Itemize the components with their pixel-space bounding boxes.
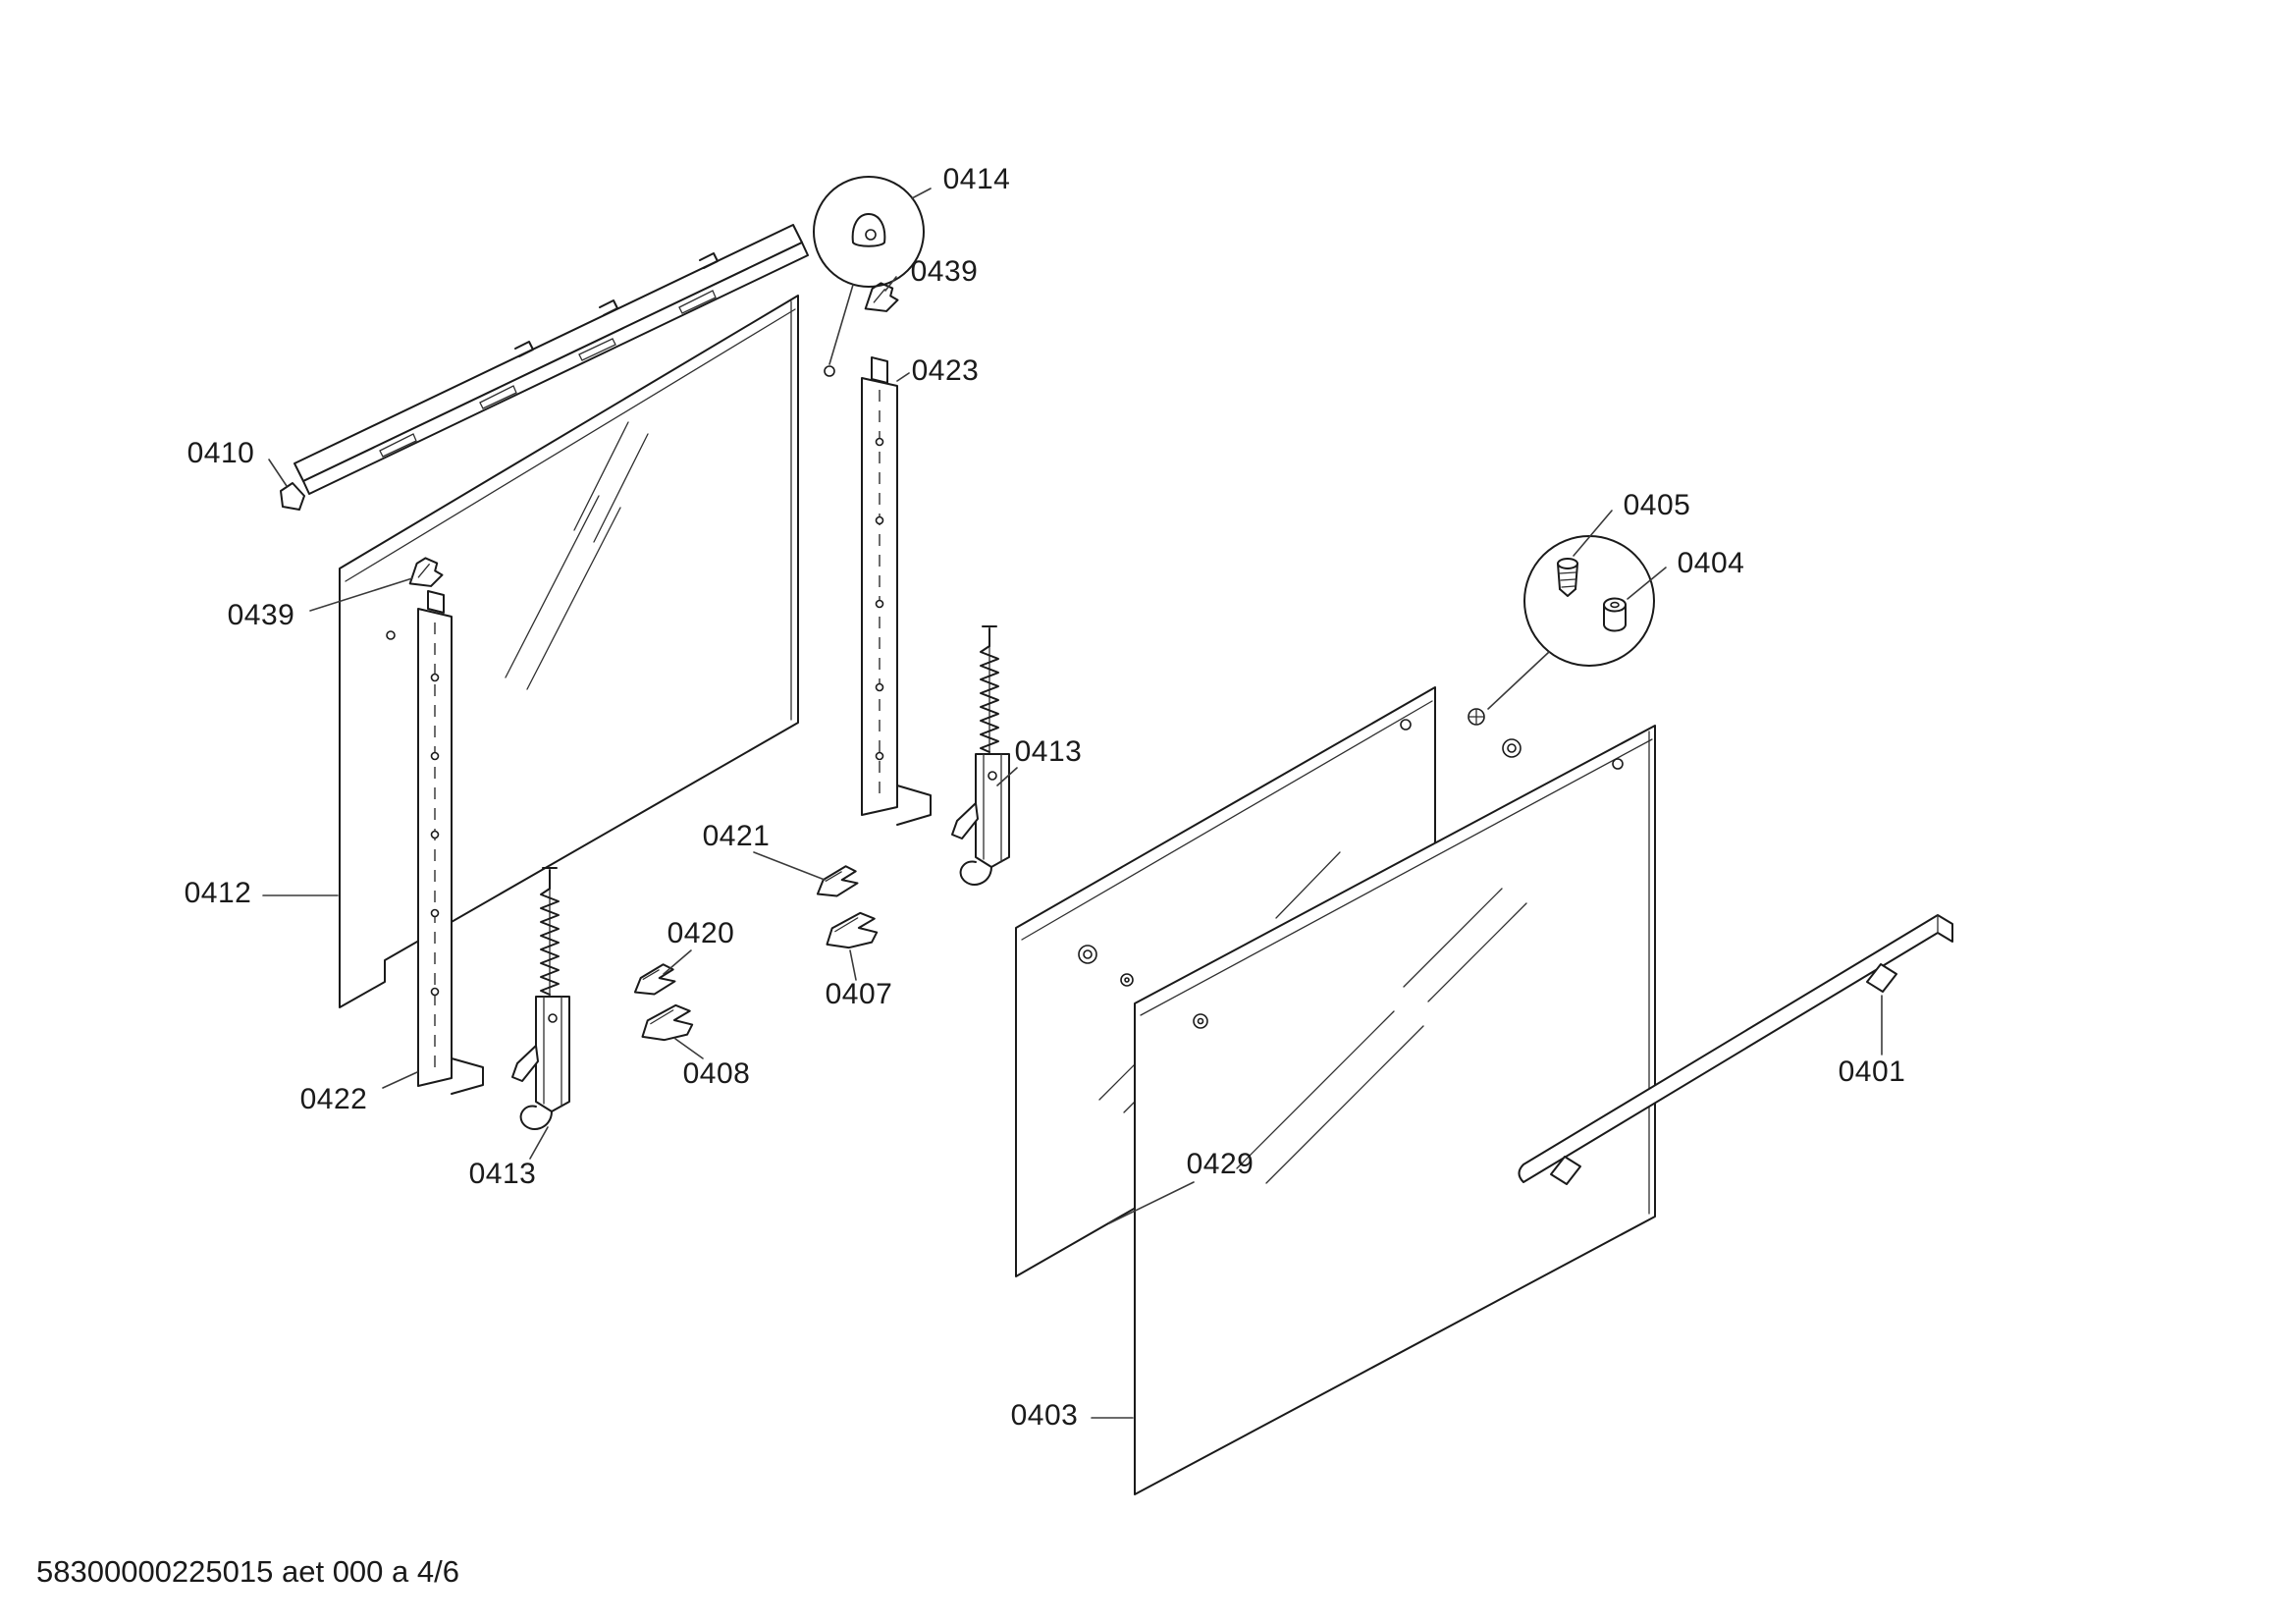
part-label-0410: 0410 <box>187 437 255 469</box>
part-label-0414: 0414 <box>942 163 1011 195</box>
detail-circle-0414 <box>813 176 925 377</box>
part-label-0404: 0404 <box>1677 547 1745 579</box>
trim-strip-0410 <box>280 224 809 511</box>
part-label-0420: 0420 <box>667 917 735 949</box>
detail-circle-0405-0404 <box>1487 535 1655 710</box>
clip-0421 <box>811 862 863 903</box>
part-label-0405: 0405 <box>1623 489 1691 521</box>
rail-0423 <box>861 356 932 826</box>
part-label-0429: 0429 <box>1186 1148 1255 1180</box>
clip-0408 <box>635 1001 698 1050</box>
screw-0405-in-situ <box>1468 708 1485 726</box>
part-label-0413-right: 0413 <box>1014 735 1083 768</box>
part-label-0403: 0403 <box>1010 1399 1079 1432</box>
part-label-0412: 0412 <box>184 877 252 909</box>
part-label-0422: 0422 <box>299 1083 368 1115</box>
part-label-0439-top: 0439 <box>910 255 979 288</box>
part-label-0421: 0421 <box>702 820 771 852</box>
part-label-0408: 0408 <box>682 1057 751 1090</box>
part-label-0439-left: 0439 <box>227 599 295 631</box>
part-label-0423: 0423 <box>911 354 980 387</box>
part-label-0407: 0407 <box>825 978 893 1010</box>
part-label-0413-left: 0413 <box>468 1158 537 1190</box>
glass-panel-0412 <box>339 295 799 1008</box>
hinge-0413-right <box>951 625 1010 886</box>
hinge-0413-left <box>511 867 570 1130</box>
part-label-0401: 0401 <box>1838 1056 1906 1088</box>
leader-lines <box>262 188 1883 1419</box>
document-number: 58300000225015 aet 000 a 4/6 <box>36 1554 459 1589</box>
glass-panel-0403 <box>1134 725 1656 1495</box>
rail-0422 <box>417 590 484 1095</box>
grommet-0404-in-situ <box>1502 738 1522 758</box>
clip-0407 <box>820 908 882 957</box>
door-handle-0401 <box>1518 914 1953 1185</box>
